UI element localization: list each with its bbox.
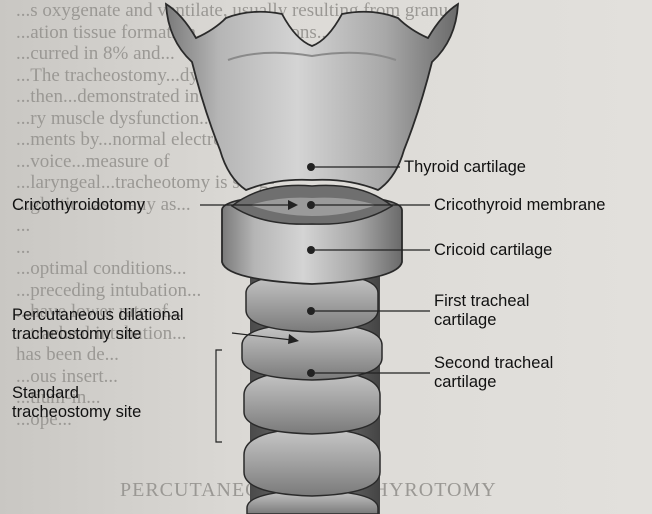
label-standard-tracheostomy-site: Standard tracheostomy site <box>12 384 141 422</box>
label-thyroid-cartilage: Thyroid cartilage <box>404 158 526 177</box>
label-cricothyroid-membrane: Cricothyroid membrane <box>434 196 605 215</box>
label-line: cartilage <box>434 373 553 392</box>
label-cricoid-cartilage: Cricoid cartilage <box>434 241 552 260</box>
label-line: First tracheal <box>434 292 529 311</box>
second-tracheal-dot <box>307 369 315 377</box>
label-line: cartilage <box>434 311 529 330</box>
thyroid-dot <box>307 163 315 171</box>
label-cricothyroidotomy: Cricothyroidotomy <box>12 196 145 215</box>
label-first-tracheal-cartilage: First tracheal cartilage <box>434 292 529 330</box>
first-tracheal-dot <box>307 307 315 315</box>
label-line: tracheostomy site <box>12 325 184 344</box>
label-line: tracheostomy site <box>12 403 141 422</box>
cricoid-dot <box>307 246 315 254</box>
label-second-tracheal-cartilage: Second tracheal cartilage <box>434 354 553 392</box>
label-line: Percutaneous dilational <box>12 306 184 325</box>
membrane-dot <box>307 201 315 209</box>
standard-site-bracket <box>216 350 222 442</box>
label-line: Standard <box>12 384 141 403</box>
label-line: Second tracheal <box>434 354 553 373</box>
tracheal-ring <box>244 428 380 496</box>
label-percutaneous-dilational-site: Percutaneous dilational tracheostomy sit… <box>12 306 184 344</box>
